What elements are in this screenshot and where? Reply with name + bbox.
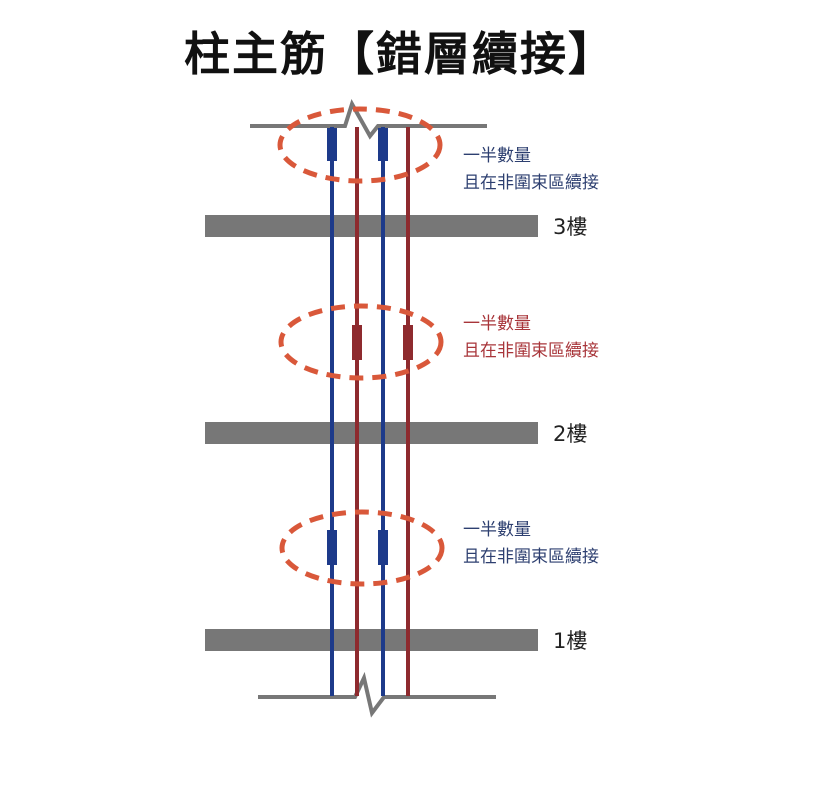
blue-coupler-bottom-2 — [378, 530, 388, 565]
splice-zone-ellipse-1 — [277, 106, 443, 184]
note-top-line1: 一半數量 — [463, 146, 531, 166]
floor-label-2: 2樓 — [553, 422, 588, 446]
note-bottom-line2: 且在非圍束區續接 — [463, 547, 599, 567]
top-break-line — [250, 99, 487, 140]
red-coupler-middle-1 — [352, 325, 362, 360]
floor-label-1: 1樓 — [553, 629, 588, 653]
blue-coupler-top-1 — [327, 128, 337, 161]
floor-label-3: 3樓 — [553, 215, 588, 239]
blue-coupler-bottom-1 — [327, 530, 337, 565]
note-bottom-line1: 一半數量 — [463, 520, 531, 540]
red-coupler-middle-2 — [403, 325, 413, 360]
bottom-break-line — [258, 671, 496, 718]
note-middle-line1: 一半數量 — [463, 314, 531, 334]
floor-slab-3 — [205, 215, 538, 237]
diagram-title: 柱主筋【錯層續接】 — [184, 27, 616, 81]
floor-slab-2 — [205, 422, 538, 444]
note-top: 一半數量 且在非圍束區續接 — [463, 143, 599, 197]
splice-zone-ellipse-3 — [279, 509, 445, 587]
floor-slab-1 — [205, 629, 538, 651]
note-bottom: 一半數量 且在非圍束區續接 — [463, 517, 599, 571]
note-middle-line2: 且在非圍束區續接 — [463, 341, 599, 361]
splice-zone-ellipse-2 — [278, 303, 444, 381]
note-top-line2: 且在非圍束區續接 — [463, 173, 599, 193]
blue-coupler-top-2 — [378, 128, 388, 161]
note-middle: 一半數量 且在非圍束區續接 — [463, 311, 599, 365]
